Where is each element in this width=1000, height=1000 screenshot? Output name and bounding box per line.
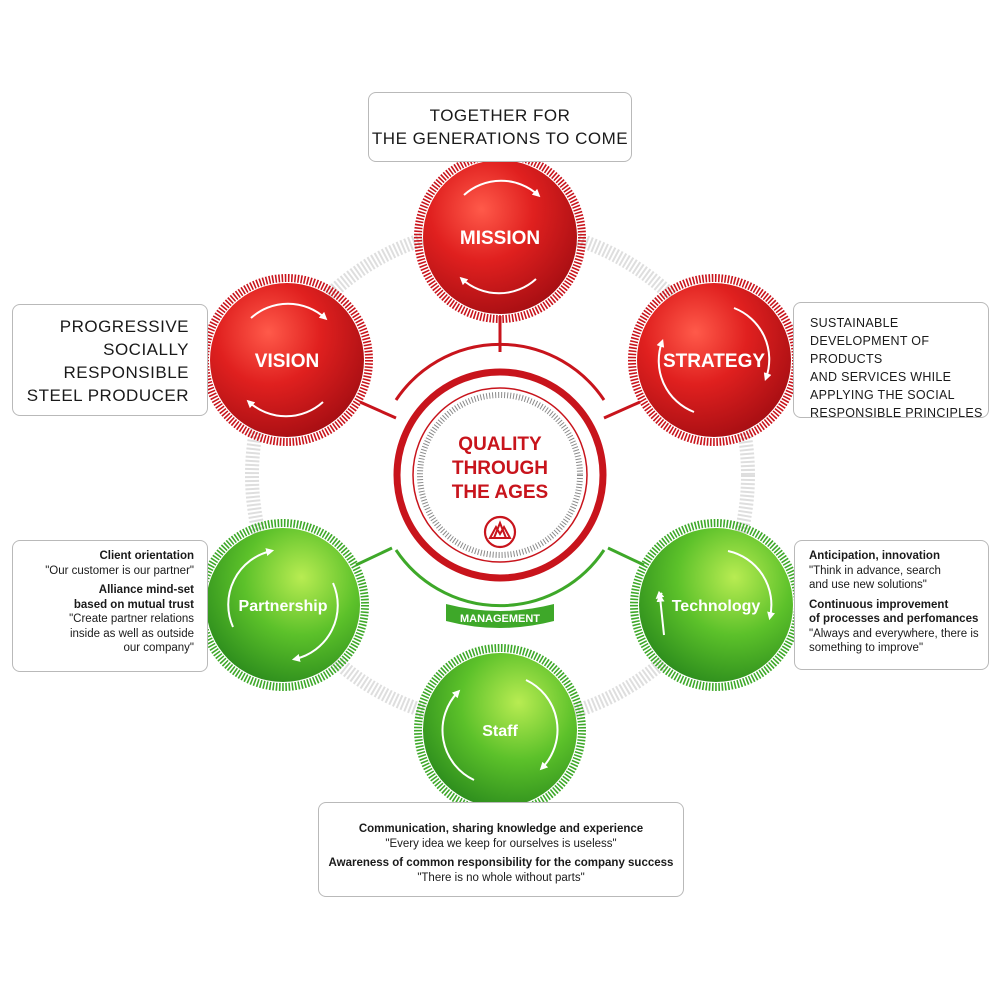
- strategy-box-line-5: RESPONSIBLE PRINCIPLES: [810, 406, 983, 420]
- center-title-line-2: THROUGH: [452, 458, 548, 479]
- partnership-label: Partnership: [239, 598, 328, 615]
- lower-arc: [394, 549, 606, 608]
- mission-gear: MISSION: [414, 151, 586, 323]
- technology-connector: [607, 546, 645, 567]
- staff-box: Communication, sharing knowledge and exp…: [318, 802, 684, 897]
- management-ribbon: MANAGEMENT: [446, 604, 554, 628]
- staff-item2-title: Awareness of common responsibility for t…: [328, 857, 674, 869]
- mission-box-line-2: THE GENERATIONS TO COME: [371, 129, 629, 148]
- vision-connector: [359, 400, 397, 420]
- partnership-item2-quote-3: our company": [123, 642, 194, 654]
- management-label: MANAGEMENT: [460, 613, 540, 625]
- strategy-connector: [603, 400, 641, 420]
- technology-item2-title-1: Continuous improvement: [809, 598, 949, 611]
- center-title-line-1: QUALITY: [458, 434, 542, 455]
- strategy-gear: STRATEGY: [628, 274, 800, 446]
- technology-box: Anticipation, innovation "Think in advan…: [794, 540, 989, 670]
- vision-box: PROGRESSIVE SOCIALLY RESPONSIBLE STEEL P…: [12, 304, 208, 416]
- staff-item1-title: Communication, sharing knowledge and exp…: [358, 823, 644, 835]
- vision-label: VISION: [255, 351, 319, 372]
- vision-box-line-1: PROGRESSIVE: [59, 317, 189, 336]
- technology-item1-quote-1: "Think in advance, search: [809, 564, 941, 577]
- vision-box-line-2: SOCIALLY: [103, 340, 189, 359]
- company-logo: [483, 515, 517, 549]
- technology-item1-title: Anticipation, innovation: [809, 550, 940, 562]
- staff-label: Staff: [482, 723, 518, 740]
- technology-label: Technology: [672, 598, 761, 615]
- strategy-box-line-2: DEVELOPMENT OF PRODUCTS: [810, 334, 930, 366]
- technology-gear: Technology: [630, 519, 802, 691]
- mission-box: TOGETHER FOR THE GENERATIONS TO COME: [368, 92, 632, 162]
- partnership-item2-quote-2: inside as well as outside: [69, 627, 194, 640]
- technology-item2-title-2: of processes and perfomances: [809, 613, 979, 625]
- mission-label: MISSION: [460, 228, 540, 249]
- strategy-label: STRATEGY: [663, 351, 765, 372]
- technology-item2-quote-2: something to improve": [809, 642, 924, 654]
- partnership-box: Client orientation "Our customer is our …: [12, 540, 208, 672]
- vision-gear: VISION: [201, 274, 373, 446]
- center-emblem: QUALITY THROUGH THE AGES: [393, 368, 607, 582]
- technology-item2-quote-1: "Always and everywhere, there is: [809, 627, 979, 640]
- partnership-item2-title-1: Alliance mind-set: [98, 584, 194, 596]
- partnership-item1-quote: "Our customer is our partner": [45, 564, 194, 577]
- staff-item1-quote: "Every idea we keep for ourselves is use…: [385, 837, 617, 850]
- strategy-box-line-4: APPLYING THE SOCIAL: [810, 388, 955, 402]
- partnership-item2-title-2: based on mutual trust: [73, 598, 194, 611]
- partnership-item1-title: Client orientation: [99, 550, 194, 562]
- staff-gear: Staff: [414, 644, 586, 816]
- vision-box-line-4: STEEL PRODUCER: [26, 386, 189, 405]
- partnership-connector: [355, 546, 393, 567]
- strategy-box-line-1: SUSTAINABLE: [810, 316, 899, 330]
- center-title-line-3: THE AGES: [452, 482, 548, 503]
- technology-item1-quote-2: and use new solutions": [809, 579, 927, 591]
- strategy-box: SUSTAINABLE DEVELOPMENT OF PRODUCTS AND …: [793, 302, 989, 420]
- mission-box-line-1: TOGETHER FOR: [429, 106, 571, 125]
- partnership-gear: Partnership: [197, 519, 369, 691]
- strategy-box-line-3: AND SERVICES WHILE: [810, 370, 952, 384]
- partnership-item2-quote-1: "Create partner relations: [69, 613, 194, 625]
- vision-box-line-3: RESPONSIBLE: [63, 363, 189, 382]
- staff-item2-quote: "There is no whole without parts": [417, 871, 585, 884]
